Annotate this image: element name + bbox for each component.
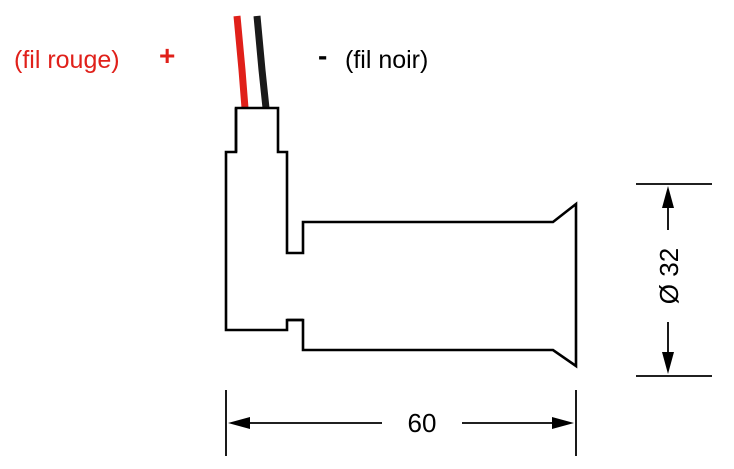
diameter-dimension <box>636 183 712 377</box>
plus-sign: + <box>159 40 175 71</box>
black-wire-label: (fil noir) <box>345 46 428 74</box>
red-wire-label: (fil rouge) <box>14 46 120 74</box>
width-dimension-label: 60 <box>408 408 437 438</box>
diameter-arrow-bottom <box>662 352 674 374</box>
wires <box>233 15 270 109</box>
width-arrow-right <box>552 417 574 429</box>
black-wire <box>253 15 270 109</box>
width-dimension <box>225 390 577 456</box>
width-arrow-left <box>228 417 250 429</box>
device-body <box>224 106 578 369</box>
diameter-arrow-top <box>662 186 674 208</box>
diameter-dimension-label: Ø 32 <box>654 248 684 304</box>
red-wire <box>233 15 249 109</box>
connector-cap <box>224 106 578 369</box>
minus-sign: - <box>318 40 327 71</box>
